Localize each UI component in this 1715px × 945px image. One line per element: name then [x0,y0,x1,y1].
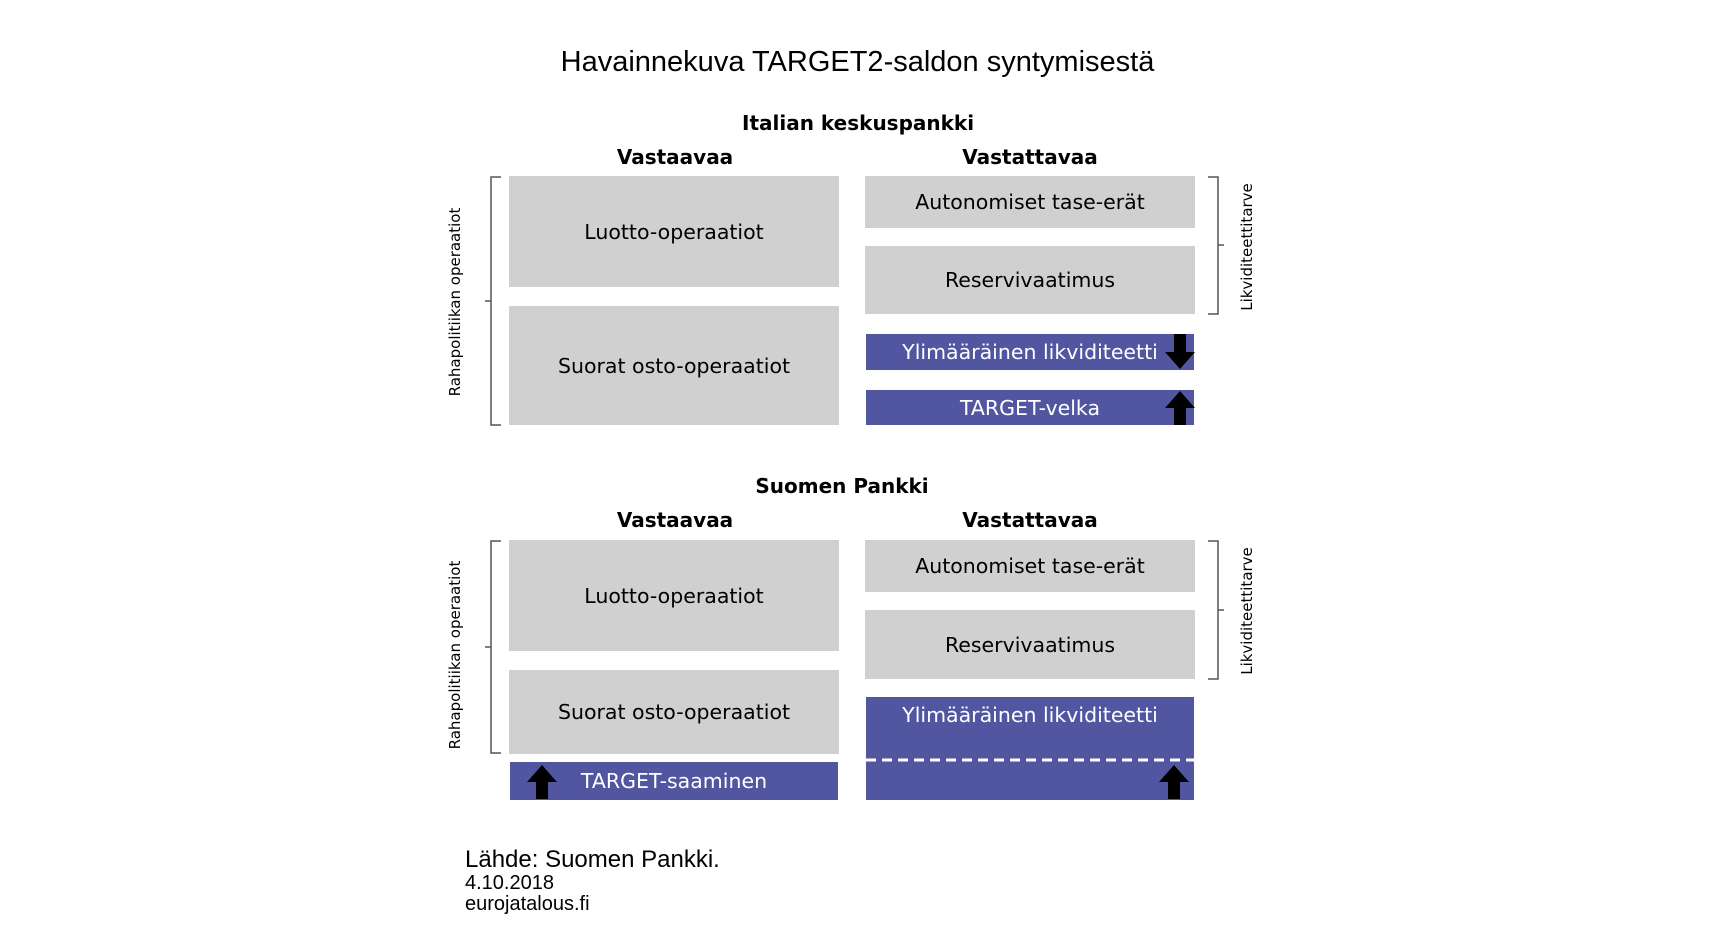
diagram-title: Havainnekuva TARGET2-saldon syntymisestä [560,46,1155,78]
italy-right-brace-label: Likviditeettitarve [1238,183,1256,311]
italy-right-brace [1208,176,1224,315]
source-line: Lähde: Suomen Pankki. [465,846,720,873]
finland-asset-outright-purchases: Suorat osto-operaatiot [509,670,839,754]
finland-liability-reserve-requirement: Reservivaatimus [865,610,1195,679]
arrow-down-icon [1165,334,1195,369]
finland-left-brace [485,540,501,754]
arrow-up-icon [527,765,557,799]
italy-asset-outright-purchases: Suorat osto-operaatiot [509,306,839,425]
date-line: 4.10.2018 [465,872,554,894]
italy-liability-reserve-requirement: Reservivaatimus [865,246,1195,314]
italy-asset-credit-operations: Luotto-operaatiot [509,176,839,287]
italy-left-brace [485,176,501,426]
website-line: eurojatalous.fi [465,893,590,915]
dashed-divider [866,758,1194,762]
italy-liability-excess-liquidity: Ylimääräinen likviditeetti [866,334,1194,370]
finland-liabilities-header: Vastattavaa [962,508,1098,532]
italy-liability-autonomous-factors: Autonomiset tase-erät [865,176,1195,228]
finland-assets-header: Vastaavaa [616,508,734,532]
finland-right-brace-label: Likviditeettitarve [1238,547,1256,675]
finland-bank-name: Suomen Pankki [755,474,929,498]
finland-asset-credit-operations: Luotto-operaatiot [509,540,839,651]
italy-left-brace-label: Rahapolitiikan operaatiot [446,207,464,397]
finland-liability-autonomous-factors: Autonomiset tase-erät [865,540,1195,592]
finland-asset-target-claim: TARGET-saaminen [510,762,838,800]
finland-liability-excess-liquidity: Ylimääräinen likviditeetti [866,697,1194,800]
italy-bank-name: Italian keskuspankki [742,111,975,135]
arrow-up-icon [1165,391,1195,425]
italy-liabilities-header: Vastattavaa [962,145,1098,169]
finland-left-brace-label: Rahapolitiikan operaatiot [446,560,464,750]
italy-assets-header: Vastaavaa [616,145,734,169]
finland-liability-excess-liquidity-label: Ylimääräinen likviditeetti [902,703,1158,727]
italy-liability-target-liability: TARGET-velka [866,390,1194,425]
arrow-up-icon [1159,765,1189,799]
finland-right-brace [1208,540,1224,680]
